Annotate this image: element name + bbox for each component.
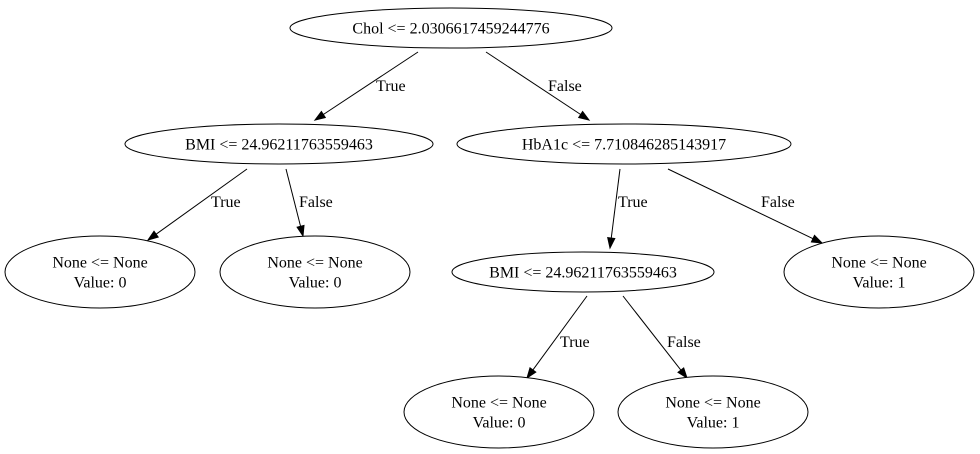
node-label: Value: 1 [687, 415, 740, 432]
arrowhead [577, 110, 591, 121]
edge-n1-n4: False [285, 168, 333, 238]
node-label: None <= None [665, 395, 760, 412]
edge-label-true: True [618, 194, 648, 211]
edge-line [622, 295, 682, 371]
edge-n2-n6: False [667, 168, 824, 244]
edge-label-true: True [376, 78, 406, 95]
node-ellipse [403, 375, 595, 449]
edge-label-false: False [299, 194, 333, 211]
node-ellipse [4, 235, 196, 309]
node-ellipse [617, 375, 809, 449]
node-label: Value: 0 [289, 275, 342, 292]
edge-line [532, 295, 588, 371]
edge-n0-n1: True [313, 51, 419, 121]
arrowhead [526, 366, 537, 380]
edge-line [667, 168, 814, 240]
tree-node-n5: BMI <= 24.96211763559463 [451, 251, 715, 293]
node-label: None <= None [831, 255, 926, 272]
edge-line [323, 51, 419, 115]
edge-line [485, 51, 581, 115]
edge-n1-n3: True [146, 168, 248, 241]
tree-node-n0: Chol <= 2.0306617459244776 [289, 7, 613, 49]
node-label: HbA1c <= 7.710846285143917 [522, 137, 726, 154]
edge-n0-n2: False [485, 51, 591, 121]
edge-label-true: True [560, 334, 590, 351]
node-label: Value: 0 [473, 415, 526, 432]
edge-label-false: False [667, 334, 701, 351]
edge-line [155, 168, 248, 235]
arrowhead [313, 110, 327, 121]
edge-label-false: False [761, 194, 795, 211]
node-label: None <= None [52, 255, 147, 272]
node-label: BMI <= 24.96211763559463 [185, 137, 373, 154]
node-label: BMI <= 24.96211763559463 [489, 265, 677, 282]
node-label: Value: 1 [853, 275, 906, 292]
node-label: None <= None [267, 255, 362, 272]
arrowhead [677, 367, 688, 380]
edge-n2-n5: True [607, 168, 648, 250]
arrowhead [296, 224, 305, 238]
node-label: Chol <= 2.0306617459244776 [352, 21, 549, 38]
node-ellipse [451, 251, 715, 293]
node-label: Value: 0 [74, 275, 127, 292]
edge-n5-n8: False [622, 295, 701, 380]
edge-line [285, 168, 302, 227]
node-ellipse [783, 235, 975, 309]
tree-node-n2: HbA1c <= 7.710846285143917 [456, 123, 792, 165]
edge-label-true: True [211, 194, 241, 211]
arrowhead [607, 237, 616, 250]
arrowhead [810, 234, 824, 244]
edge-label-false: False [548, 78, 582, 95]
tree-node-n1: BMI <= 24.96211763559463 [124, 123, 434, 165]
node-ellipse [456, 123, 792, 165]
edge-n5-n7: True [526, 295, 590, 380]
arrowhead [146, 230, 160, 241]
edge-line [610, 168, 621, 239]
node-ellipse [124, 123, 434, 165]
node-ellipse [219, 235, 411, 309]
node-ellipse [289, 7, 613, 49]
node-label: None <= None [451, 395, 546, 412]
